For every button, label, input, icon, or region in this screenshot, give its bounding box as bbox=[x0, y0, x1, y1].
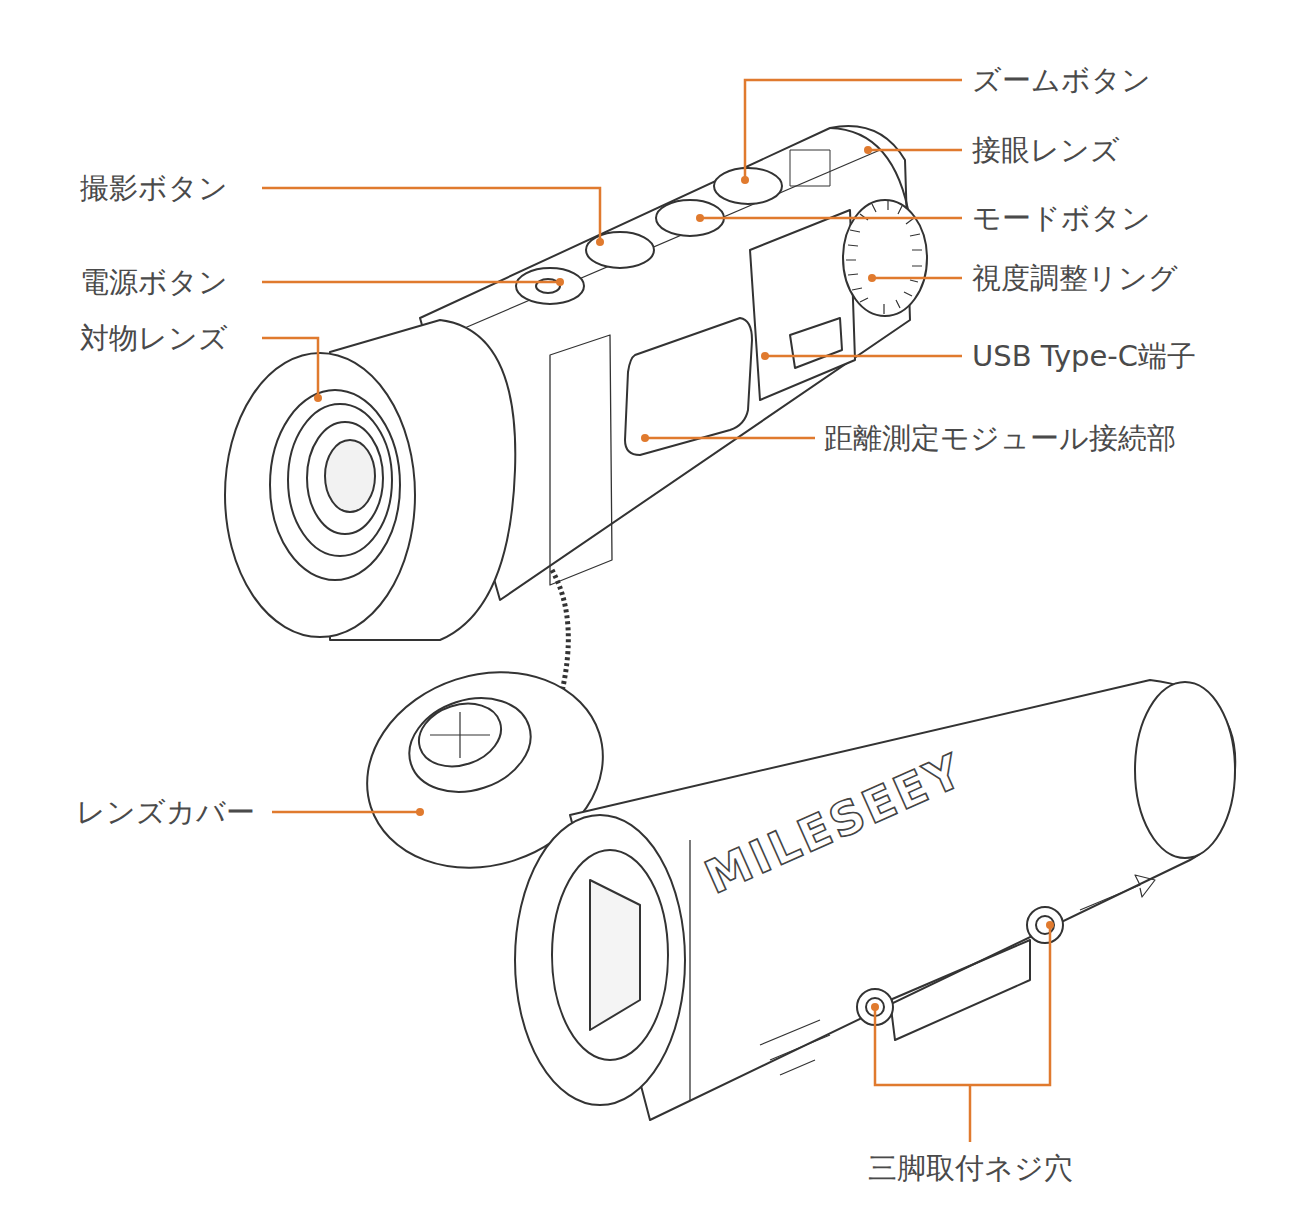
tripod-hole-label: 三脚取付ネジ穴 bbox=[866, 1148, 1075, 1188]
mode-button-label: モードボタン bbox=[970, 198, 1153, 238]
zoom-button-label: ズームボタン bbox=[970, 60, 1153, 100]
shutter-button-label: 撮影ボタン bbox=[78, 168, 230, 208]
power-button-label: 電源ボタン bbox=[78, 262, 230, 302]
rangefinder-port-label: 距離測定モジュール接続部 bbox=[822, 418, 1178, 458]
objective-lens-label: 対物レンズ bbox=[78, 318, 230, 358]
dioptre-ring-label: 視度調整リング bbox=[970, 258, 1180, 298]
lens-cover-label: レンズカバー bbox=[74, 792, 257, 832]
eyepiece-label: 接眼レンズ bbox=[970, 130, 1122, 170]
usb-port-label: USB Type-C端子 bbox=[970, 336, 1198, 376]
